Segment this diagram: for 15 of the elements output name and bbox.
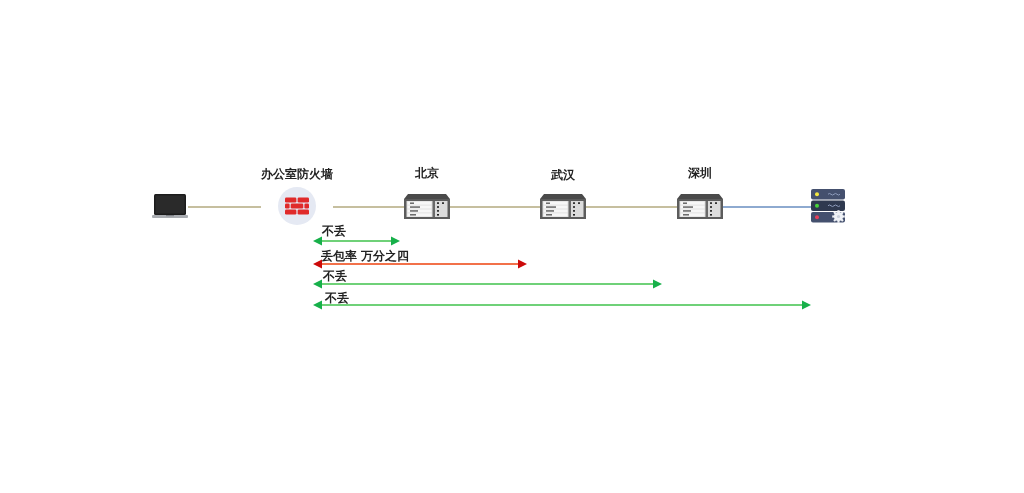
connector-line	[187, 206, 262, 208]
node-label: 深圳	[688, 165, 712, 181]
node-label: 办公室防火墙	[261, 166, 333, 182]
span-label: 丢包率 万分之四	[321, 249, 409, 263]
server-icon	[811, 189, 845, 223]
span-label: 不丢	[325, 291, 349, 305]
connector-line	[449, 206, 541, 208]
connector-line	[722, 206, 812, 208]
span-label: 不丢	[322, 224, 346, 238]
laptop-icon	[152, 194, 188, 219]
node-label: 武汉	[551, 167, 575, 183]
node-label: 北京	[415, 165, 439, 181]
connector-line	[585, 206, 678, 208]
span-label: 不丢	[323, 269, 347, 283]
connector-line	[332, 206, 405, 208]
